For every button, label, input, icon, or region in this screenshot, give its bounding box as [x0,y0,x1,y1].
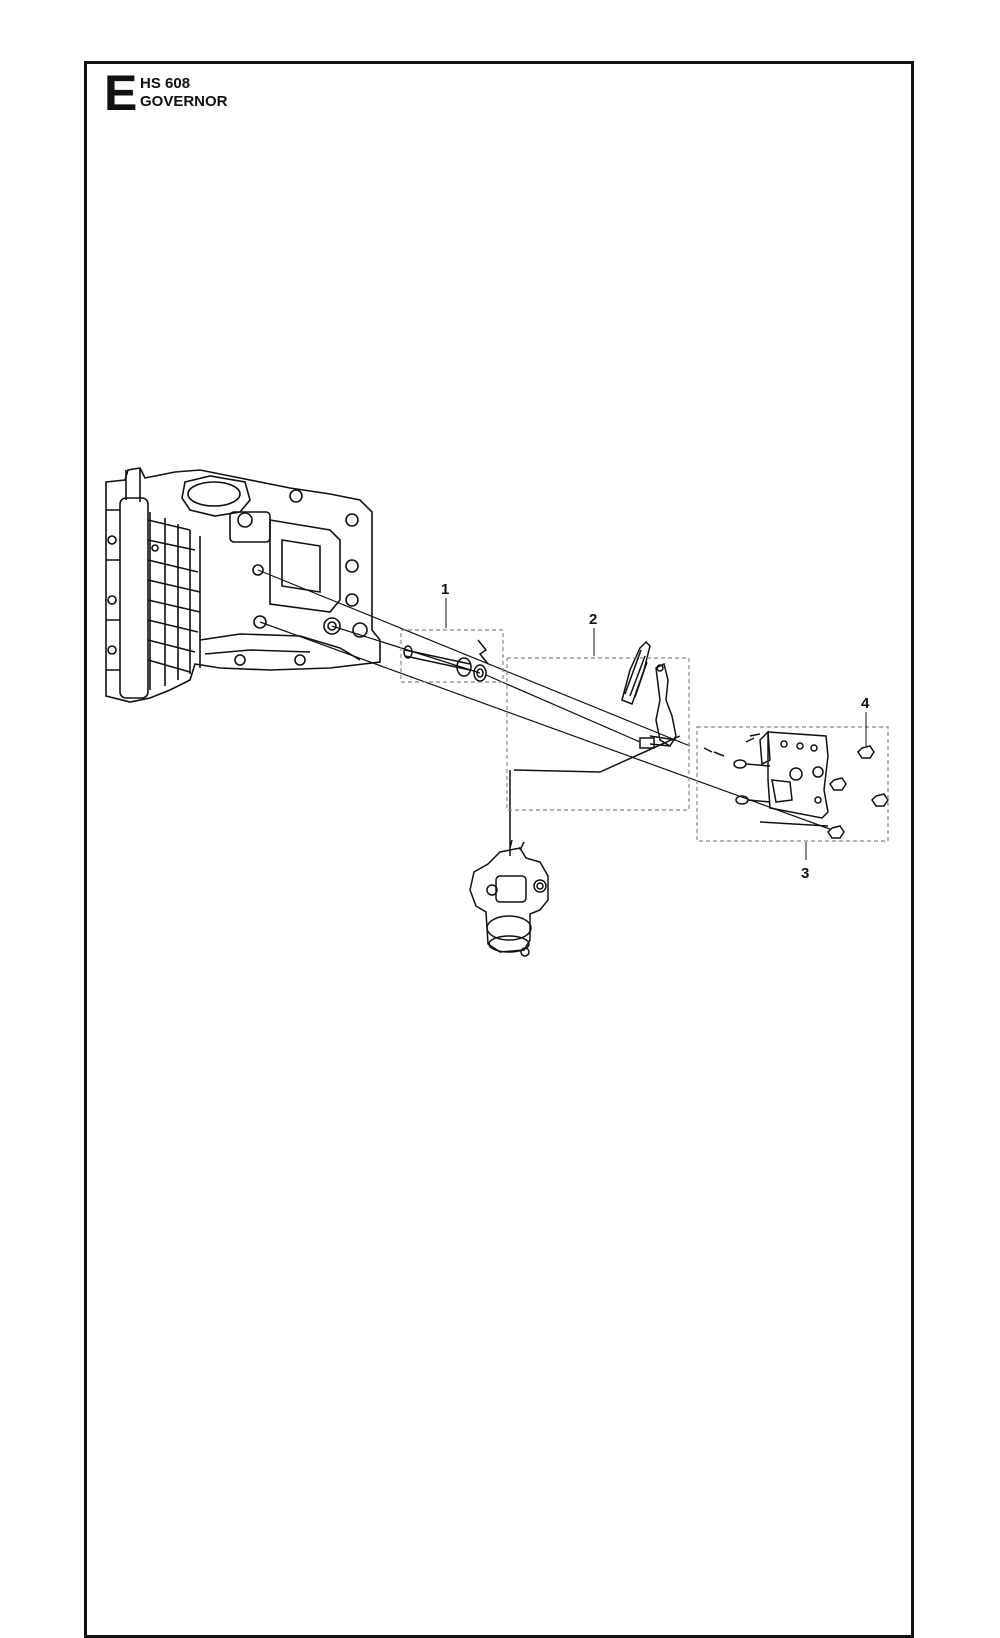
callout-4: 4 [861,695,870,712]
leader-lines [445,598,867,860]
group-boxes [400,629,889,842]
group-box-3 [696,726,889,842]
nut-fasteners [827,745,889,839]
governor-shaft-assembly [403,639,489,682]
diagram-title: GOVERNOR [140,93,228,110]
group-box-2 [506,657,690,811]
carburetor [469,839,549,957]
callout-1: 1 [441,581,449,598]
callout-2: 2 [589,611,597,628]
section-letter: E [104,65,138,121]
group-box-1 [400,629,504,683]
callout-3: 3 [801,865,809,882]
governor-exploded-diagram: 1 2 3 4 [105,467,889,957]
engine-block [105,467,381,703]
governor-lever-assembly [509,640,681,856]
model-label: HS 608 [140,75,191,92]
exploded-axis-lines [257,569,839,833]
control-bracket-assembly [703,730,829,827]
